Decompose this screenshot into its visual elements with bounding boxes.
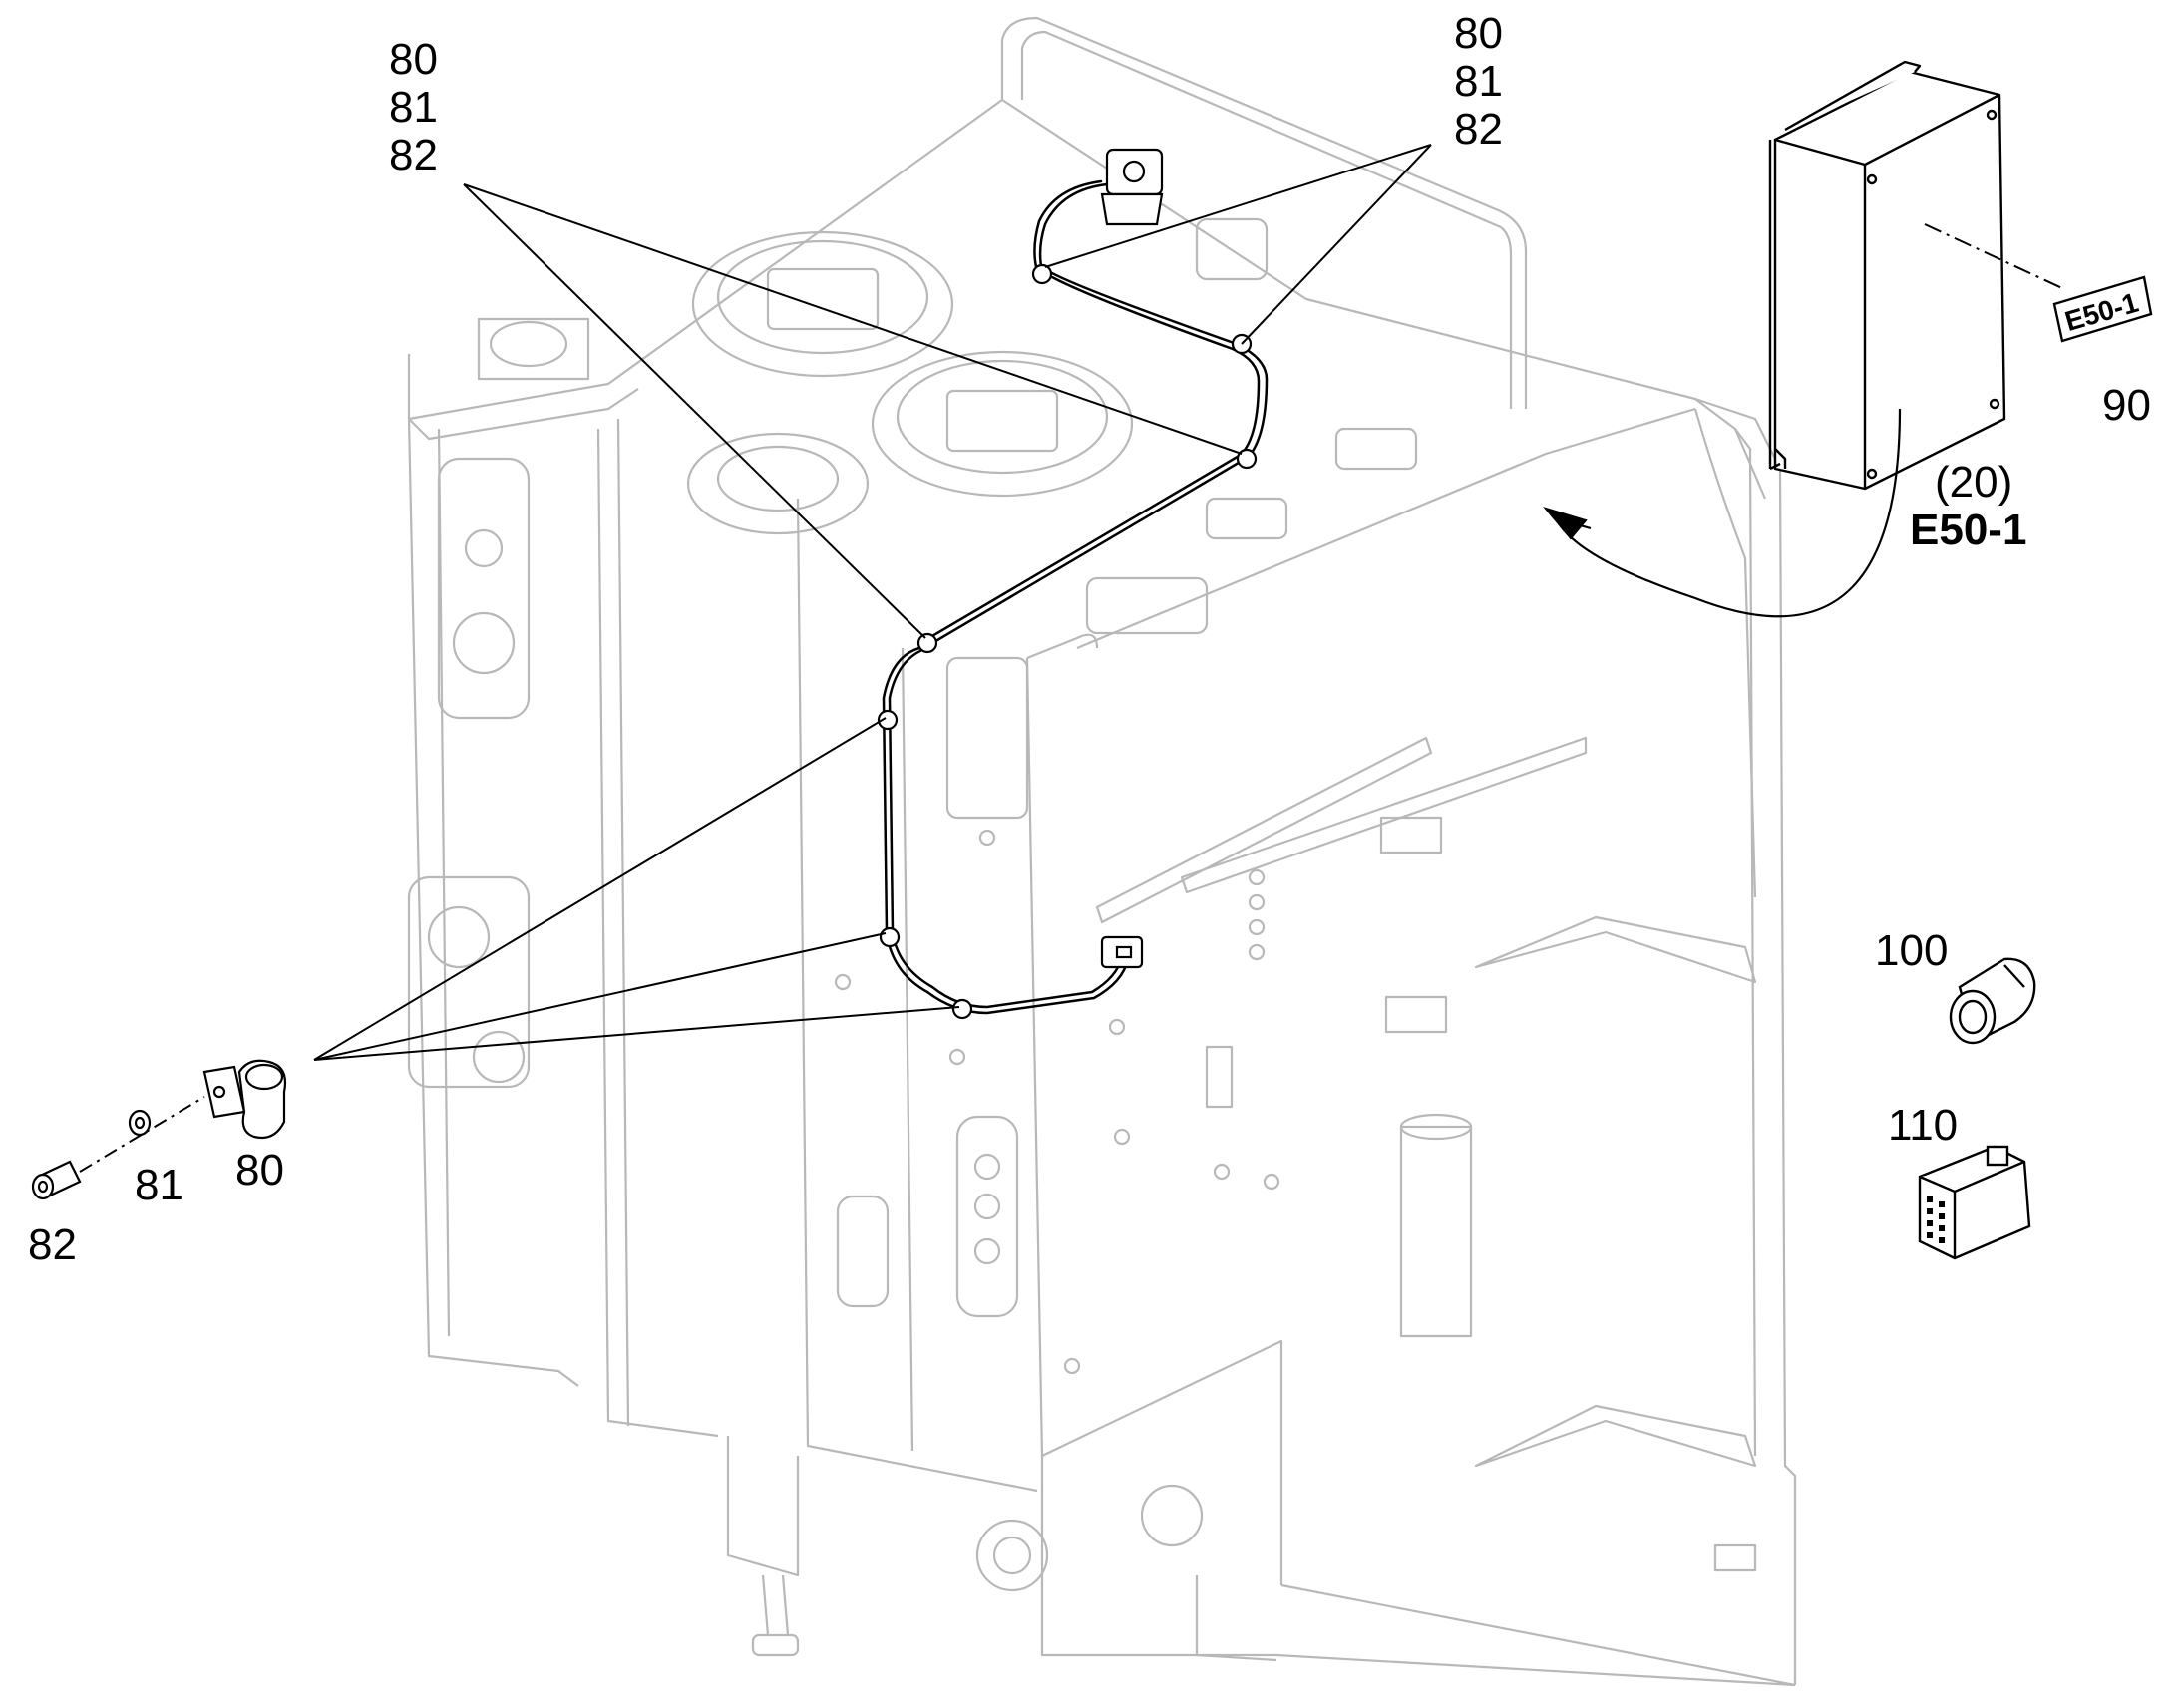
callout-82: 82 [389, 131, 438, 179]
callout-80: 80 [389, 35, 438, 84]
callout-washer: 81 [135, 1161, 183, 1209]
install-arrow [1555, 408, 1902, 618]
install-arrowhead [1543, 507, 1588, 540]
connector-100-part [1949, 957, 2036, 1045]
callout-81: 81 [389, 83, 438, 132]
axis-dash-decal [1924, 223, 2065, 290]
harness-connector [1100, 935, 1144, 969]
leader-lines [313, 144, 1432, 1061]
callout-module-ref: (20) [1935, 458, 2013, 507]
callout-connector-100: 100 [1875, 926, 1949, 975]
callout-81: 81 [1454, 57, 1503, 106]
callout-82: 82 [1454, 105, 1503, 154]
machine-frame-ghost [407, 16, 1797, 1687]
pressure-sensor [1100, 148, 1164, 226]
callout-connector-110: 110 [1888, 1101, 1959, 1150]
callout-group-top-right: 80 81 82 [1454, 10, 1503, 154]
callout-80: 80 [1454, 9, 1503, 58]
axis-dash-hardware [79, 1096, 205, 1173]
wiring-harness [882, 179, 1269, 1015]
callout-group-top-left: 80 81 82 [389, 36, 438, 179]
callout-module-id: E50-1 [1910, 506, 2027, 554]
control-module [1768, 60, 2006, 491]
callout-decal: 90 [2102, 381, 2151, 430]
callout-bolt: 82 [28, 1220, 77, 1269]
connector-110-part [1918, 1145, 2031, 1260]
clamp-hardware [31, 1059, 287, 1200]
bolt-part [31, 1160, 82, 1200]
decal-plate [2052, 275, 2153, 343]
callout-clamp: 80 [235, 1146, 284, 1195]
